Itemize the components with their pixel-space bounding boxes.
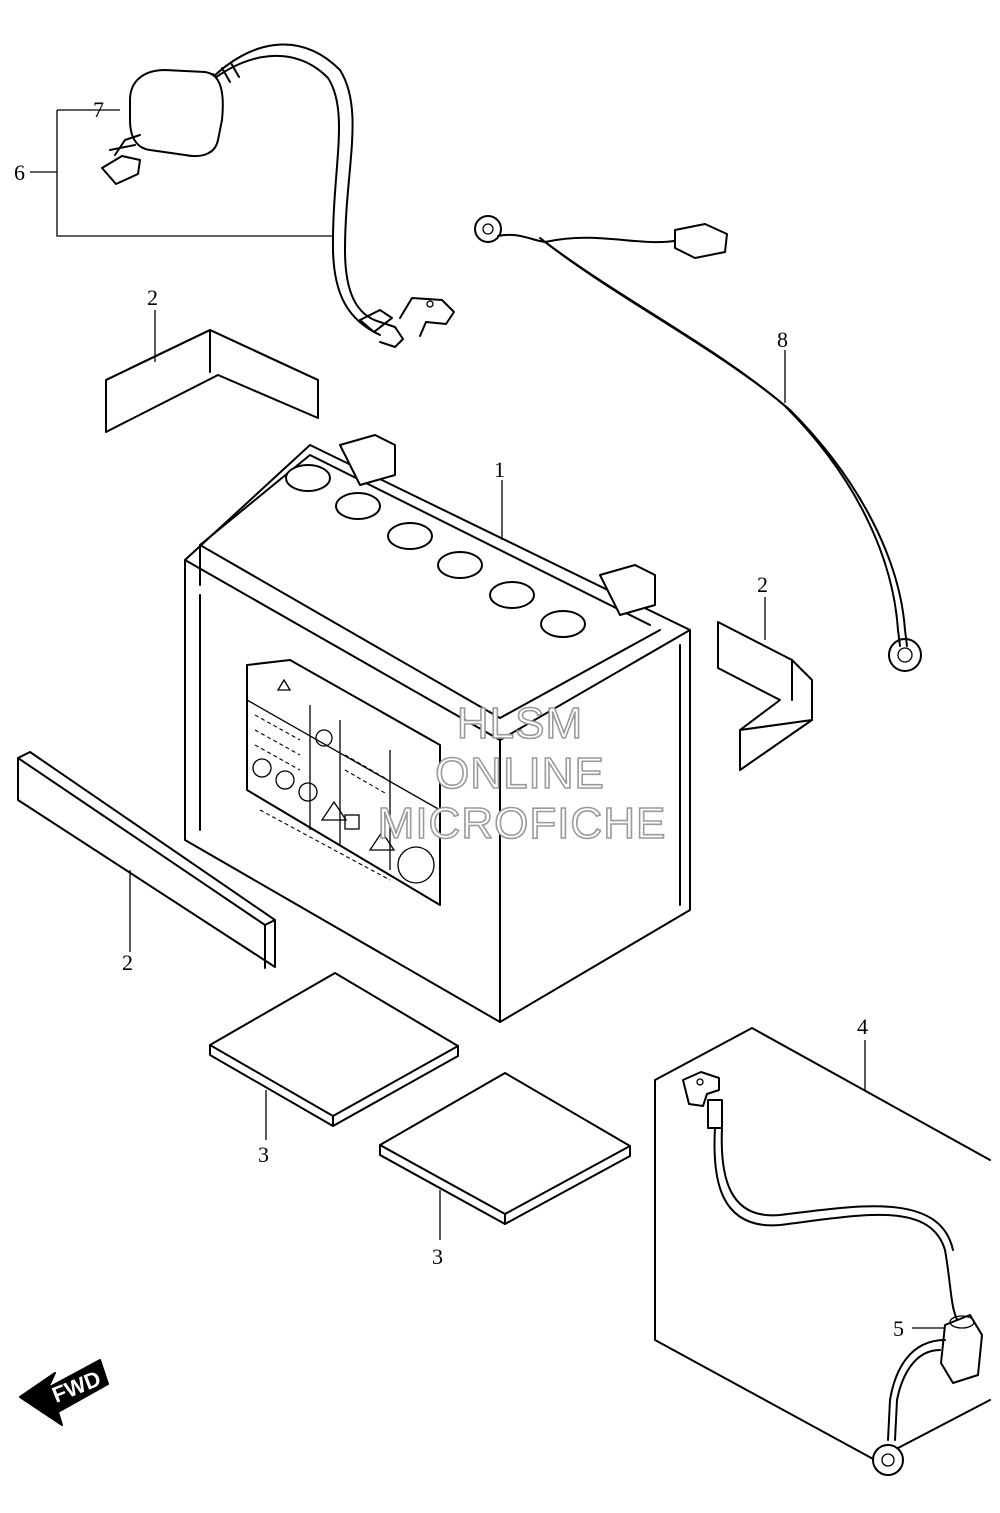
spacer-top-left[interactable] — [105, 329, 319, 433]
callout-5: 5 — [893, 1316, 904, 1341]
callout-1: 1 — [494, 457, 505, 482]
pad-left[interactable] — [209, 972, 459, 1127]
battery-part[interactable] — [184, 434, 691, 1023]
spacer-lower-left[interactable] — [17, 751, 276, 969]
watermark-line-1: HLSM — [457, 699, 583, 748]
callout-7: 7 — [93, 97, 104, 122]
callout-4: 4 — [857, 1014, 868, 1039]
watermark: HLSM ONLINE MICROFICHE — [377, 698, 667, 849]
fuse-cover-part[interactable] — [101, 69, 224, 185]
callout-3-right: 3 — [432, 1244, 443, 1269]
starter-cable-part[interactable] — [199, 43, 455, 348]
watermark-line-2: ONLINE — [435, 749, 605, 798]
callout-2-top: 2 — [147, 285, 158, 310]
callout-3-left: 3 — [258, 1142, 269, 1167]
watermark-line-3: MICROFICHE — [378, 799, 667, 848]
callout-6: 6 — [14, 160, 25, 185]
pad-right[interactable] — [379, 1072, 631, 1225]
callout-8: 8 — [777, 327, 788, 352]
cable-assembly-part[interactable] — [654, 1027, 991, 1476]
ground-lead-part[interactable] — [474, 215, 922, 672]
callout-2-lower: 2 — [122, 950, 133, 975]
callout-2-right: 2 — [757, 572, 768, 597]
fwd-arrow-icon: FWD — [19, 1359, 109, 1426]
leader-lines-6-7 — [30, 109, 333, 237]
spacer-right[interactable] — [717, 621, 813, 771]
